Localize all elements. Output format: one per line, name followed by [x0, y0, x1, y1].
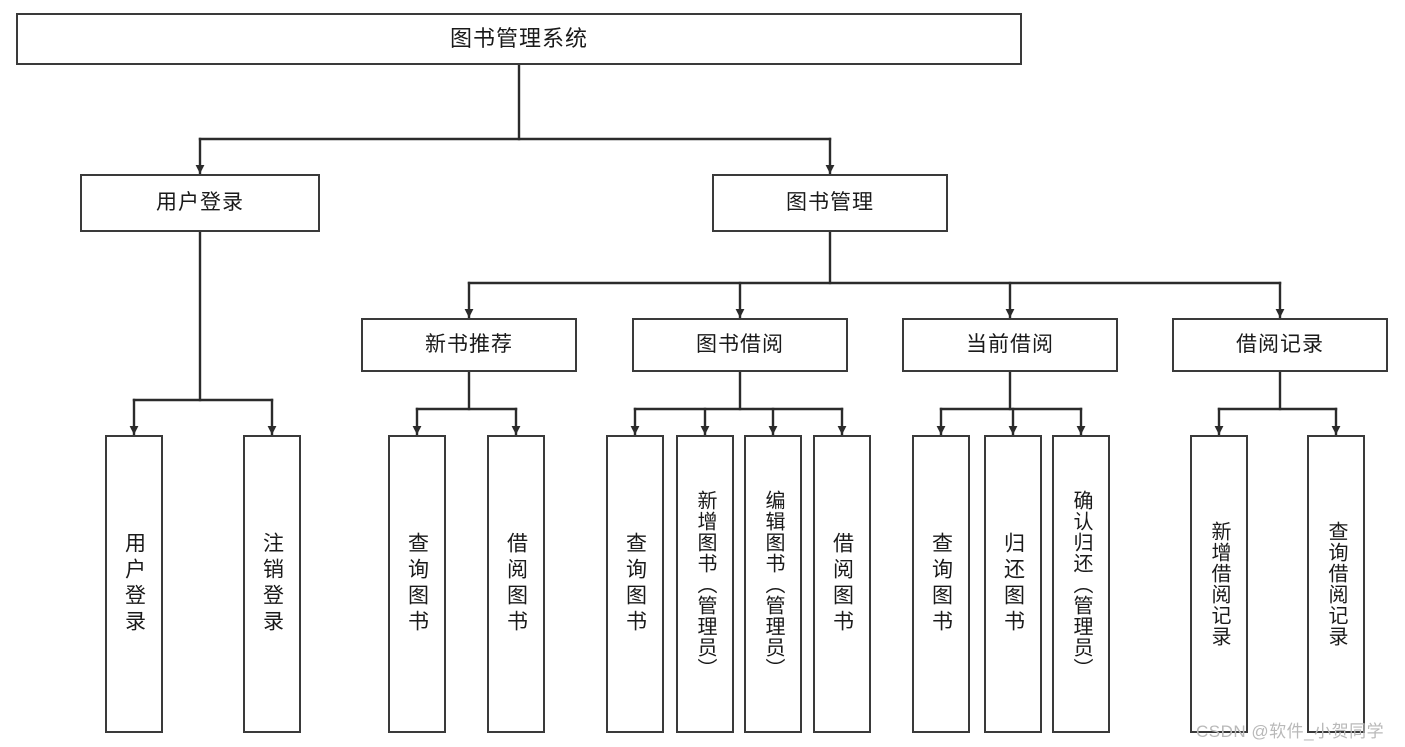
node-label-leaf-borrow-book-1: 借阅图书 [504, 532, 528, 636]
node-label-current-borrow: 当前借阅 [966, 332, 1054, 356]
node-label-leaf-logout: 注销登录 [260, 532, 284, 636]
node-label-leaf-query-book-3: 查询图书 [929, 532, 953, 636]
node-current-borrow[interactable]: 当前借阅 [902, 318, 1118, 372]
node-new-book-recommend[interactable]: 新书推荐 [361, 318, 577, 372]
node-leaf-confirm-return-admin[interactable]: 确认归还（管理员） [1052, 435, 1110, 733]
node-label-leaf-return-book: 归还图书 [1001, 532, 1025, 636]
node-leaf-add-book-admin[interactable]: 新增图书（管理员） [676, 435, 734, 733]
node-borrow-record[interactable]: 借阅记录 [1172, 318, 1388, 372]
node-label-leaf-add-book-admin: 新增图书（管理员） [694, 489, 716, 679]
node-label-leaf-query-book-1: 查询图书 [405, 532, 429, 636]
node-leaf-borrow-book-2[interactable]: 借阅图书 [813, 435, 871, 733]
node-leaf-edit-book-admin[interactable]: 编辑图书（管理员） [744, 435, 802, 733]
node-leaf-user-login[interactable]: 用户登录 [105, 435, 163, 733]
node-label-user-login: 用户登录 [156, 190, 244, 214]
node-leaf-return-book[interactable]: 归还图书 [984, 435, 1042, 733]
node-book-borrow[interactable]: 图书借阅 [632, 318, 848, 372]
node-label-book-borrow: 图书借阅 [696, 332, 784, 356]
node-leaf-add-borrow-record[interactable]: 新增借阅记录 [1190, 435, 1248, 733]
node-leaf-query-book-2[interactable]: 查询图书 [606, 435, 664, 733]
node-leaf-borrow-book-1[interactable]: 借阅图书 [487, 435, 545, 733]
node-label-leaf-borrow-book-2: 借阅图书 [830, 532, 854, 636]
csdn-watermark: CSDN @软件_小贺同学 [1196, 722, 1385, 741]
node-label-leaf-edit-book-admin: 编辑图书（管理员） [762, 489, 784, 679]
node-user-login[interactable]: 用户登录 [80, 174, 320, 232]
node-label-leaf-confirm-return-admin: 确认归还（管理员） [1070, 489, 1092, 679]
node-leaf-query-book-1[interactable]: 查询图书 [388, 435, 446, 733]
node-label-borrow-record: 借阅记录 [1236, 332, 1324, 356]
node-label-leaf-query-book-2: 查询图书 [623, 532, 647, 636]
node-leaf-query-borrow-record[interactable]: 查询借阅记录 [1307, 435, 1365, 733]
node-label-leaf-add-borrow-record: 新增借阅记录 [1208, 521, 1230, 647]
node-label-leaf-query-borrow-record: 查询借阅记录 [1325, 521, 1347, 647]
node-label-new-book-recommend: 新书推荐 [425, 332, 513, 356]
node-label-leaf-user-login: 用户登录 [122, 532, 146, 636]
node-leaf-query-book-3[interactable]: 查询图书 [912, 435, 970, 733]
node-book-management[interactable]: 图书管理 [712, 174, 948, 232]
node-label-book-management: 图书管理 [786, 190, 874, 214]
node-root[interactable]: 图书管理系统 [16, 13, 1022, 65]
node-label-root: 图书管理系统 [449, 26, 588, 52]
node-leaf-logout[interactable]: 注销登录 [243, 435, 301, 733]
